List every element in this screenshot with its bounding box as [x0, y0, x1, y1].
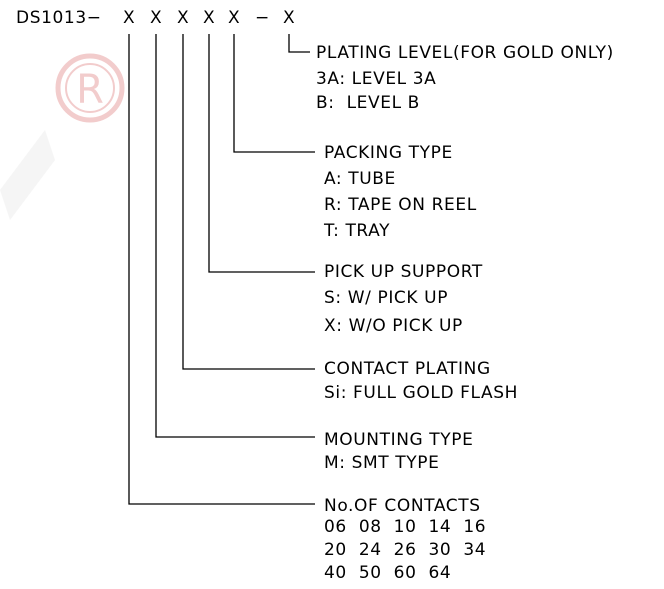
field-heading-plating-level: PLATING LEVEL(FOR GOLD ONLY) [316, 43, 614, 63]
option-contact-plating-1: Si: FULL GOLD FLASH [324, 383, 518, 403]
code-char-plating-level: X [283, 8, 296, 28]
watermark-letter: R [76, 67, 104, 113]
option-pick-up-support-2: X: W/O PICK UP [324, 316, 463, 336]
leader-packing-type [233, 34, 315, 153]
field-heading-contact-plating: CONTACT PLATING [324, 359, 491, 379]
code-char-mounting: X [150, 8, 163, 28]
option-pick-up-support-1: S: W/ PICK UP [324, 288, 449, 308]
part-number-prefix: DS1013− [16, 8, 102, 28]
code-char-pickup: X [203, 8, 216, 28]
leader-no-of-contacts [128, 34, 315, 505]
option-mounting-type-1: M: SMT TYPE [324, 453, 440, 473]
code-separator: − [255, 8, 270, 28]
option-plating-level-1: 3A: LEVEL 3A [316, 69, 437, 89]
option-packing-type-1: A: TUBE [324, 169, 396, 189]
field-heading-packing-type: PACKING TYPE [324, 143, 453, 163]
leader-plating-level [288, 34, 310, 53]
field-heading-pick-up-support: PICK UP SUPPORT [324, 262, 483, 282]
code-char-contacts: X [123, 8, 136, 28]
field-heading-no-of-contacts: No.OF CONTACTS [324, 496, 481, 516]
code-char-plating: X [177, 8, 190, 28]
option-packing-type-2: R: TAPE ON REEL [324, 195, 477, 215]
leader-mounting-type [155, 34, 315, 438]
registered-trademark-watermark: R [0, 53, 125, 220]
option-no-of-contacts-3: 40 50 60 64 [324, 563, 452, 583]
option-no-of-contacts-1: 06 08 10 14 16 [324, 517, 487, 537]
field-heading-mounting-type: MOUNTING TYPE [324, 430, 474, 450]
option-no-of-contacts-2: 20 24 26 30 34 [324, 540, 487, 560]
leader-pick-up-support [208, 34, 315, 273]
code-char-packing: X [228, 8, 241, 28]
option-packing-type-3: T: TRAY [324, 221, 391, 241]
option-plating-level-2: B: LEVEL B [316, 93, 420, 113]
leader-contact-plating [182, 34, 315, 370]
